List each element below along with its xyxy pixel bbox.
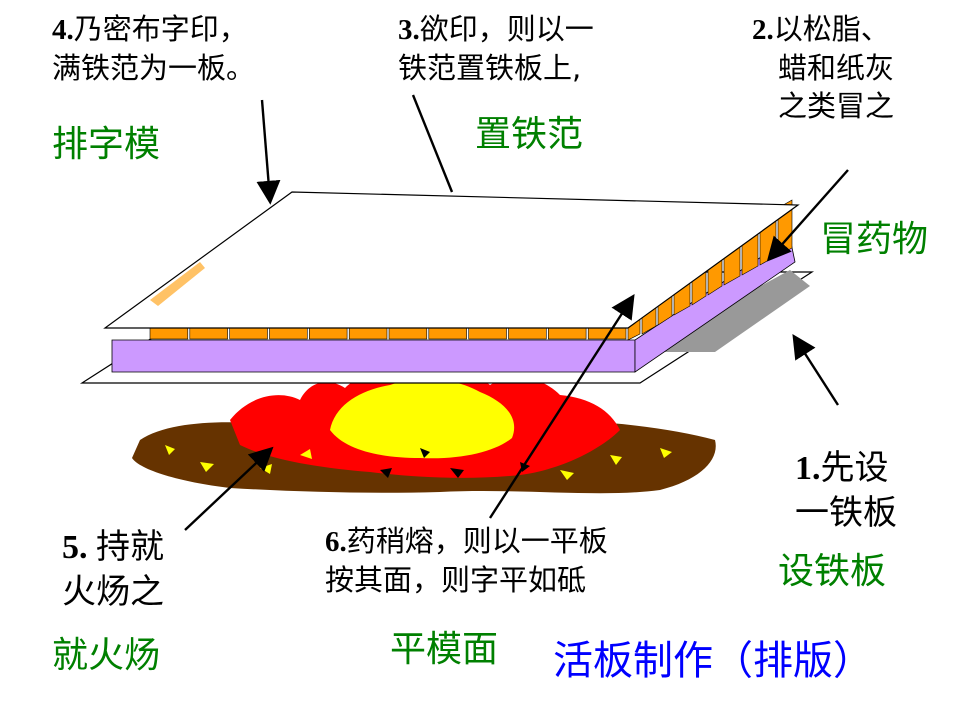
- step-4-number: 4.: [52, 14, 74, 46]
- step-1-number: 1.: [795, 450, 821, 487]
- step-1-note: 1.先设 一铁板: [795, 446, 897, 535]
- purple-plate: [111, 237, 796, 373]
- step-3-number: 3.: [398, 14, 420, 46]
- arrow-step6: [488, 293, 635, 519]
- label-paizimo: 排字模: [52, 124, 161, 165]
- step-5-line-1: 持就: [96, 527, 164, 567]
- purple-plate-front: [111, 339, 636, 373]
- step-3-note: 3.欲印，则以一 铁范置铁板上,: [398, 10, 594, 87]
- step-3-line-1: 欲印，则以一: [419, 12, 594, 46]
- step-5-line-2: 火炀之: [62, 572, 164, 612]
- slide-title: 活板制作（排版）: [553, 638, 873, 684]
- step-6-note: 6.药稍熔，则以一平板 按其面，则字平如砥: [325, 522, 608, 599]
- step-5-note: 5. 持就 火炀之: [62, 525, 164, 614]
- step-2-note: 2.以松脂、 蜡和纸灰 之类冒之: [752, 10, 894, 125]
- step-4-line-2: 满铁范为一板。: [52, 51, 256, 85]
- arrow-step2: [766, 169, 849, 262]
- label-pingmomian: 平模面: [390, 629, 499, 670]
- fire-illustration: [132, 370, 716, 494]
- step-2-line-1: 以松脂、: [773, 12, 890, 46]
- step-5-number: 5.: [62, 529, 96, 566]
- type-block-edge-hint: [150, 262, 205, 306]
- step-2-line-3: 之类冒之: [778, 89, 895, 123]
- step-4-line-1: 乃密布字印，: [73, 12, 248, 46]
- fire-dark-speckles: [380, 448, 530, 478]
- step-3-line-2: 铁范置铁板上,: [398, 51, 582, 85]
- arrow-step4: [256, 99, 281, 205]
- step-2-line-2: 蜡和纸灰: [778, 51, 895, 85]
- label-zhitiefan: 置铁范: [475, 114, 584, 155]
- label-shetieban: 设铁板: [778, 551, 887, 592]
- arrow-step5: [184, 446, 274, 531]
- arrow-step3: [411, 94, 454, 193]
- step-6-line-1: 药稍熔，则以一平板: [346, 524, 608, 558]
- fire-yellow-core: [330, 379, 515, 459]
- step-6-line-2: 按其面，则字平如砥: [325, 563, 587, 597]
- step-4-note: 4.乃密布字印， 满铁范为一板。: [52, 10, 255, 87]
- step-6-number: 6.: [325, 526, 347, 558]
- step-2-number: 2.: [752, 14, 774, 46]
- label-maoyaowu: 冒药物: [820, 219, 929, 260]
- step-1-line-1: 先设: [820, 448, 889, 488]
- arrow-step1: [792, 333, 840, 406]
- label-jiuhuoyang: 就火炀: [52, 635, 161, 676]
- step-1-line-2: 一铁板: [795, 493, 897, 533]
